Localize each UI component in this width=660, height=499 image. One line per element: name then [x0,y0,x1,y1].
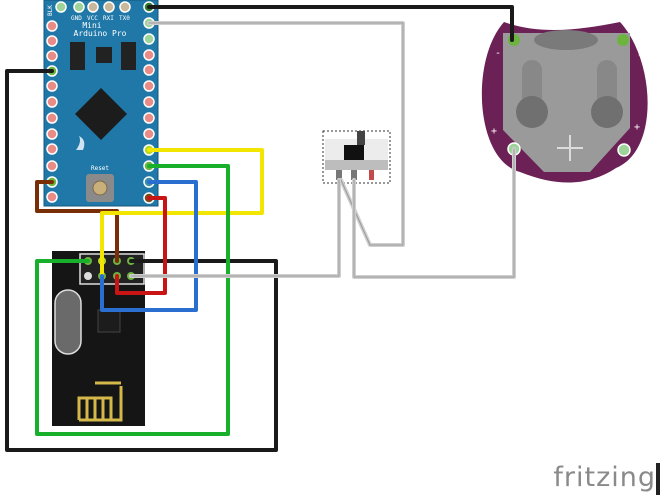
slide-switch[interactable] [322,130,391,184]
wire-yellow-pin13[interactable] [100,148,264,278]
pin-label-tx0: TX0 [119,15,130,22]
switch-slider[interactable] [344,145,364,160]
minus-label-right: - [637,50,643,61]
microcontroller-chip [75,88,127,140]
coin-cell-holder[interactable]: - - + + [481,22,648,183]
pcb-antenna [77,386,123,422]
pin-label-blk: BLK [47,5,54,16]
sparkfun-logo-icon [76,136,85,150]
fritzing-watermark: fritzing [553,462,656,493]
nrf24l01-module[interactable] [52,251,145,426]
wire-black-gnd-radio[interactable] [5,69,278,452]
arduino-left-pins [46,20,58,203]
minus-label-left: - [495,48,501,59]
wire-black-gnd-battery[interactable] [147,5,514,42]
wire-red-pin10[interactable] [115,196,167,295]
reset-button[interactable] [92,180,108,196]
edge-bar [656,463,660,495]
radio-pin-irq [84,272,92,280]
radio-chip [97,309,121,333]
board-label-mini: Mini [82,21,101,30]
regulator [96,47,112,63]
wire-blue-pin11[interactable] [100,180,198,312]
crystal-oscillator [54,289,82,355]
board-label-arduino-pro: Arduino Pro [74,29,127,38]
arduino-top-pins [55,1,131,13]
pin-label-rxi: RXI [103,15,114,22]
pin-label-vcc: VCC [87,15,98,22]
plus-label-left: + [491,126,497,137]
reset-label: Reset [91,165,109,172]
wire-brown-pin8[interactable] [35,180,119,263]
pin-label-gnd: GND [71,15,82,22]
plus-label-right: + [634,122,640,133]
battery-minus-pin-2 [617,34,629,46]
battery-plus-pin-2 [617,143,631,157]
capacitor-left [70,42,85,70]
arduino-pro-mini[interactable]: BLK GND VCC RXI TX0 Mini Arduino Pro Res… [43,0,159,207]
wire-green-pin12[interactable] [35,164,230,436]
capacitor-right [121,42,136,70]
plus-mark-icon [557,135,583,161]
